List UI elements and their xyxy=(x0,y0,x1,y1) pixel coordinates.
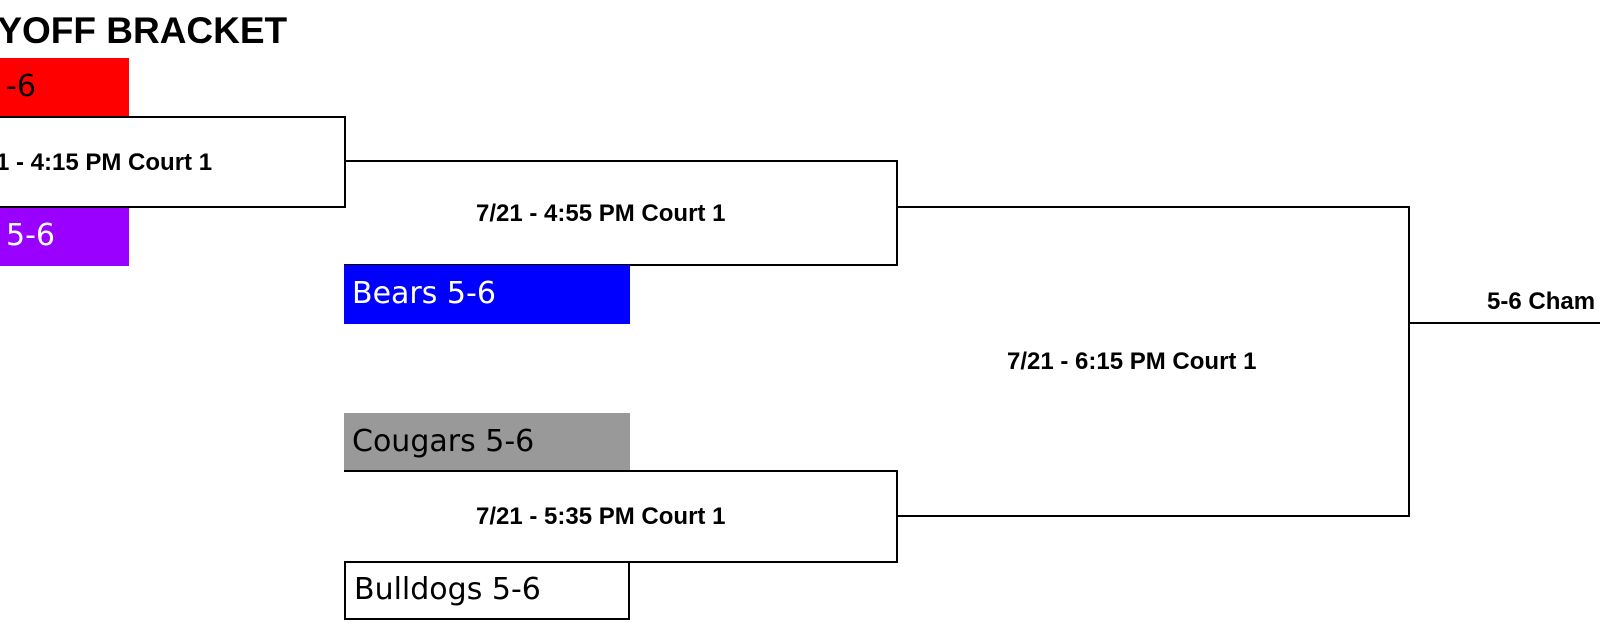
team-label: 5-6 xyxy=(6,218,55,253)
bracket-line xyxy=(896,160,898,266)
champion-label: 5-6 Cham xyxy=(1487,288,1596,315)
team-slot-cougars: Cougars 5-6 xyxy=(344,413,630,472)
bracket-line xyxy=(898,206,1410,208)
game-label-final: 7/21 - 6:15 PM Court 1 xyxy=(1007,348,1257,375)
game-label-round2-2: 7/21 - 5:35 PM Court 1 xyxy=(476,503,726,530)
page-title: AYOFF BRACKET xyxy=(0,10,288,51)
bracket-line xyxy=(0,116,346,118)
team-slot-bulldogs: Bulldogs 5-6 xyxy=(344,561,630,620)
bracket-line xyxy=(1408,206,1410,517)
team-label: Bulldogs 5-6 xyxy=(354,572,541,607)
team-slot-red: -6 xyxy=(0,58,129,117)
team-slot-bears: Bears 5-6 xyxy=(344,265,630,324)
bracket-line xyxy=(898,515,1410,517)
bracket-line xyxy=(344,116,346,208)
team-label: Cougars 5-6 xyxy=(352,424,535,459)
game-label-round1: 1 - 4:15 PM Court 1 xyxy=(0,149,213,176)
team-slot-purple: 5-6 xyxy=(0,207,129,266)
team-label: Bears 5-6 xyxy=(352,276,496,311)
bracket-line xyxy=(896,470,898,563)
bracket-line xyxy=(1408,322,1600,324)
team-label: -6 xyxy=(6,69,36,104)
bracket-line xyxy=(344,470,898,472)
game-label-round2-1: 7/21 - 4:55 PM Court 1 xyxy=(476,200,726,227)
bracket-line xyxy=(0,206,346,208)
bracket-line xyxy=(346,160,898,162)
